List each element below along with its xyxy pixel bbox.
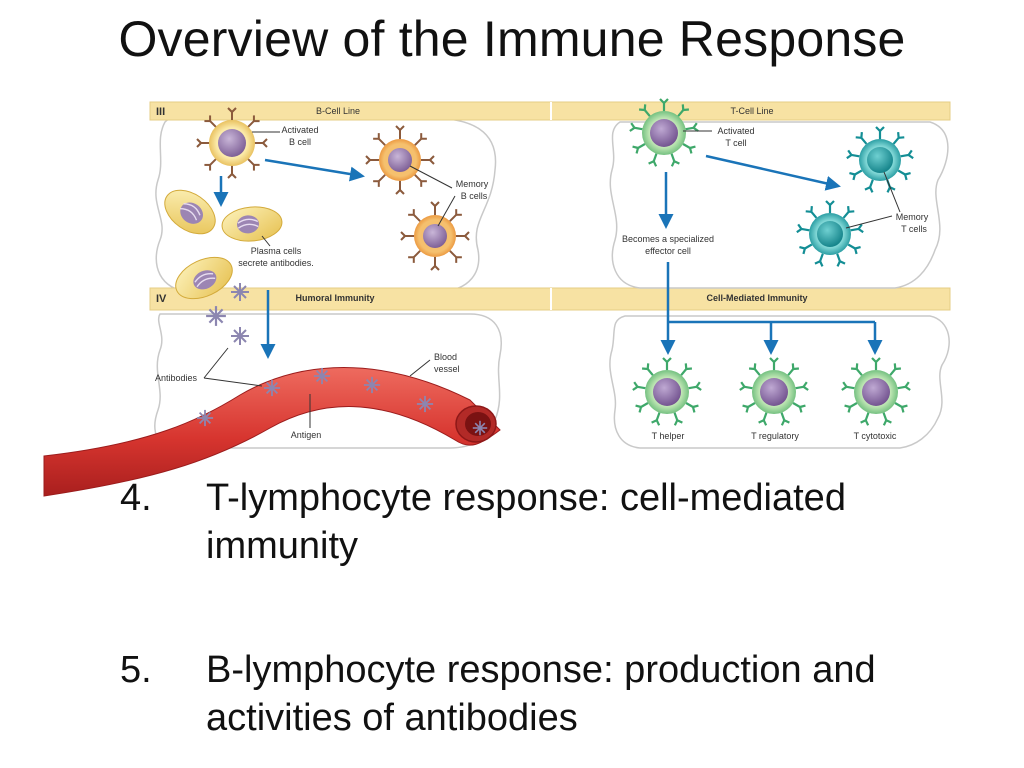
t-branch-arrows [660,262,883,355]
list-item-number: 5. [120,649,152,691]
antibodies-leader-2 [203,347,229,379]
plasma-cell-2 [221,206,283,242]
memory-b-cell-1 [365,125,435,195]
memory-b-cells-leader-2 [437,195,456,227]
blood-vessel [43,366,501,497]
blood-vessel-label-2: vessel [434,364,460,374]
memory-t-cells-label-1: Memory [896,212,929,222]
humoral-immunity-label: Humoral Immunity [295,293,374,303]
blood-vessel-leader [409,359,431,377]
memory-b-cells-label-2: B cells [461,191,488,201]
panel-number-iii: III [156,106,165,118]
t-cytotoxic-cell [840,356,912,427]
list-item-text: B-lymphocyte response: production and ac… [206,649,876,739]
arrow-to-memory-t [705,154,841,191]
effector-cell-label-1: Becomes a specialized [622,234,714,244]
memory-t-cells-label-2: T cells [901,224,927,234]
activated-t-cell-label-2: T cell [725,138,746,148]
memory-t-cell-2 [795,199,865,268]
t-regulatory-label: T regulatory [751,431,799,441]
arrow-to-memory-b [264,158,365,182]
plasma-cells-label-1: Plasma cells [251,246,302,256]
memory-b-cell-2 [400,201,470,271]
memory-b-cells-leader-1 [409,165,453,189]
memory-t-cell-1 [845,125,915,194]
cell-mediated-immunity-label: Cell-Mediated Immunity [706,293,807,303]
plasma-cells-leader [261,235,271,247]
blood-vessel-label-1: Blood [434,352,457,362]
t-helper-label: T helper [652,431,685,441]
t-helper-cell [631,356,703,427]
t-cell-line-label: T-Cell Line [730,106,773,116]
bullet-list: 4. T-lymphocyte response: cell-mediated … [120,474,1000,742]
antibodies-leader-1 [203,377,263,387]
slide-title: Overview of the Immune Response [118,11,906,67]
memory-t-cells-leader-1 [883,171,901,213]
activated-t-cell [628,97,700,168]
activated-t-cell-label-1: Activated [717,126,754,136]
plasma-cells-label-2: secrete antibodies. [238,258,314,268]
panel-number-iv: IV [156,293,167,305]
list-item-text: T-lymphocyte response: cell-mediated imm… [206,477,846,567]
t-cytotoxic-label: T cytotoxic [854,431,897,441]
activated-b-cell-label-1: Activated [281,125,318,135]
t-regulatory-cell [738,356,810,427]
list-item-number: 4. [120,477,152,519]
plasma-cell-3 [175,256,233,300]
list-item: 4. T-lymphocyte response: cell-mediated … [120,474,1000,570]
memory-t-cells-leader-2 [845,215,893,229]
memory-b-cells-label-1: Memory [456,179,489,189]
effector-cell-label-2: effector cell [645,246,691,256]
plasma-cell-1 [164,189,216,235]
antigen-label: Antigen [291,430,322,440]
activated-b-cell-label-2: B cell [289,137,311,147]
list-item: 5. B-lymphocyte response: production and… [120,646,1000,742]
antibodies-label: Antibodies [155,373,198,383]
b-cell-line-label: B-Cell Line [316,106,360,116]
activated-b-cell [196,107,268,179]
